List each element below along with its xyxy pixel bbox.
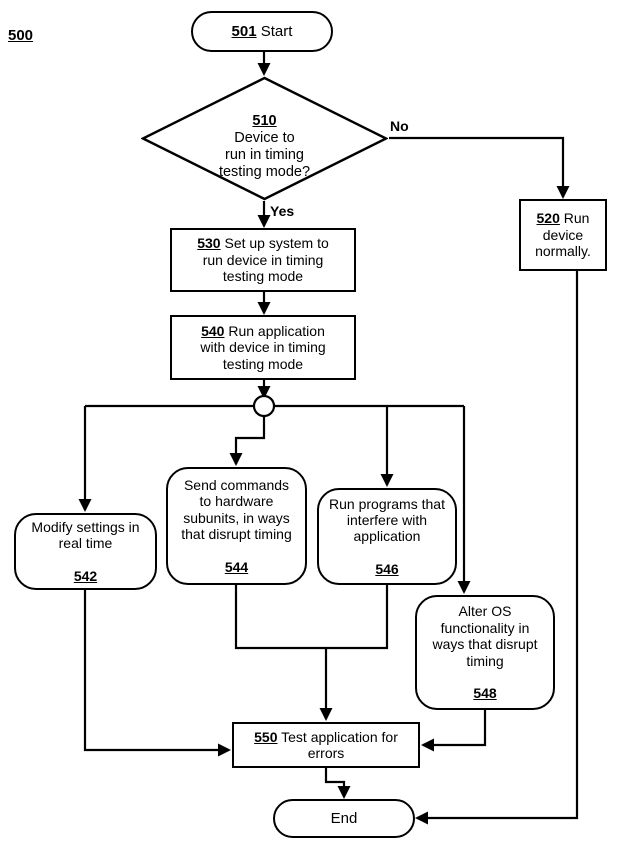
- node-run-normally[interactable]: 520 Run device normally.: [519, 199, 607, 271]
- edge-label-yes: Yes: [270, 203, 295, 219]
- node-send-commands-ref: 544: [224, 558, 249, 575]
- edge-no-to-run-normally: [389, 136, 570, 199]
- node-start-ref: 501: [231, 22, 257, 40]
- decision-diamond-shape: [141, 76, 388, 201]
- node-alter-os-ref: 548: [473, 685, 497, 702]
- junction-node: [252, 394, 276, 418]
- node-decision-label: Device to run in timing testing mode?: [218, 130, 311, 180]
- node-run-programs-label: Run programs that interfere with applica…: [329, 495, 445, 545]
- edge-test-app-to-end: [324, 768, 351, 799]
- node-send-commands-label: Send commands to hardware subunits, in w…: [181, 476, 292, 542]
- node-modify-settings[interactable]: Modify settings in real time 542: [14, 513, 157, 590]
- node-modify-settings-content: Modify settings in real time 542: [26, 519, 144, 585]
- node-run-programs-ref: 546: [375, 561, 399, 578]
- node-run-app-label: Run application with device in timing te…: [200, 322, 326, 372]
- node-setup-label: Set up system to run device in timing te…: [202, 235, 329, 285]
- edge-modify-settings-to-test-app: [83, 590, 231, 757]
- node-run-programs-content: Run programs that interfere with applica…: [324, 496, 450, 578]
- node-setup[interactable]: 530 Set up system to run device in timin…: [170, 228, 356, 292]
- node-send-commands-content: Send commands to hardware subunits, in w…: [176, 477, 297, 575]
- node-run-app-content: 540 Run application with device in timin…: [195, 323, 330, 372]
- node-start-content: 501 Start: [227, 23, 298, 41]
- node-decision[interactable]: 510 Device to run in timing testing mode…: [141, 76, 388, 201]
- node-decision-ref: 510: [252, 113, 277, 130]
- node-run-normally-content: 520 Run device normally.: [530, 210, 596, 259]
- node-end-label: End: [330, 809, 358, 827]
- edge-label-no: No: [390, 118, 409, 134]
- edge-junction-to-send-commands: [229, 416, 266, 466]
- node-setup-ref: 530: [197, 235, 221, 252]
- node-modify-settings-label: Modify settings in real time: [31, 518, 140, 552]
- node-alter-os[interactable]: Alter OS functionality in ways that disr…: [415, 595, 555, 710]
- node-send-commands[interactable]: Send commands to hardware subunits, in w…: [166, 467, 307, 585]
- node-alter-os-label: Alter OS functionality in ways that disr…: [432, 603, 538, 669]
- node-alter-os-content: Alter OS functionality in ways that disr…: [427, 603, 542, 701]
- node-modify-settings-ref: 542: [73, 567, 98, 584]
- node-start-label: Start: [260, 22, 293, 40]
- node-test-app-content: 550 Test application for errors: [249, 729, 403, 762]
- node-test-app-ref: 550: [254, 728, 278, 745]
- node-run-programs[interactable]: Run programs that interfere with applica…: [317, 488, 457, 585]
- node-test-app[interactable]: 550 Test application for errors: [232, 722, 420, 768]
- figure-number: 500: [8, 27, 34, 44]
- node-setup-content: 530 Set up system to run device in timin…: [192, 235, 334, 284]
- node-run-normally-label: Run device normally.: [535, 210, 591, 260]
- node-decision-content: 510 Device to run in timing testing mode…: [141, 76, 388, 201]
- merge-544-546: [234, 585, 389, 650]
- edge-alter-os-to-test-app: [421, 710, 487, 752]
- node-end[interactable]: End: [273, 799, 415, 838]
- node-run-app[interactable]: 540 Run application with device in timin…: [170, 315, 356, 380]
- node-run-app-ref: 540: [201, 322, 225, 339]
- node-start[interactable]: 501 Start: [191, 11, 333, 52]
- edge-run-normally-to-end: [415, 271, 579, 825]
- node-test-app-label: Test application for errors: [281, 728, 398, 761]
- node-run-normally-ref: 520: [536, 210, 560, 227]
